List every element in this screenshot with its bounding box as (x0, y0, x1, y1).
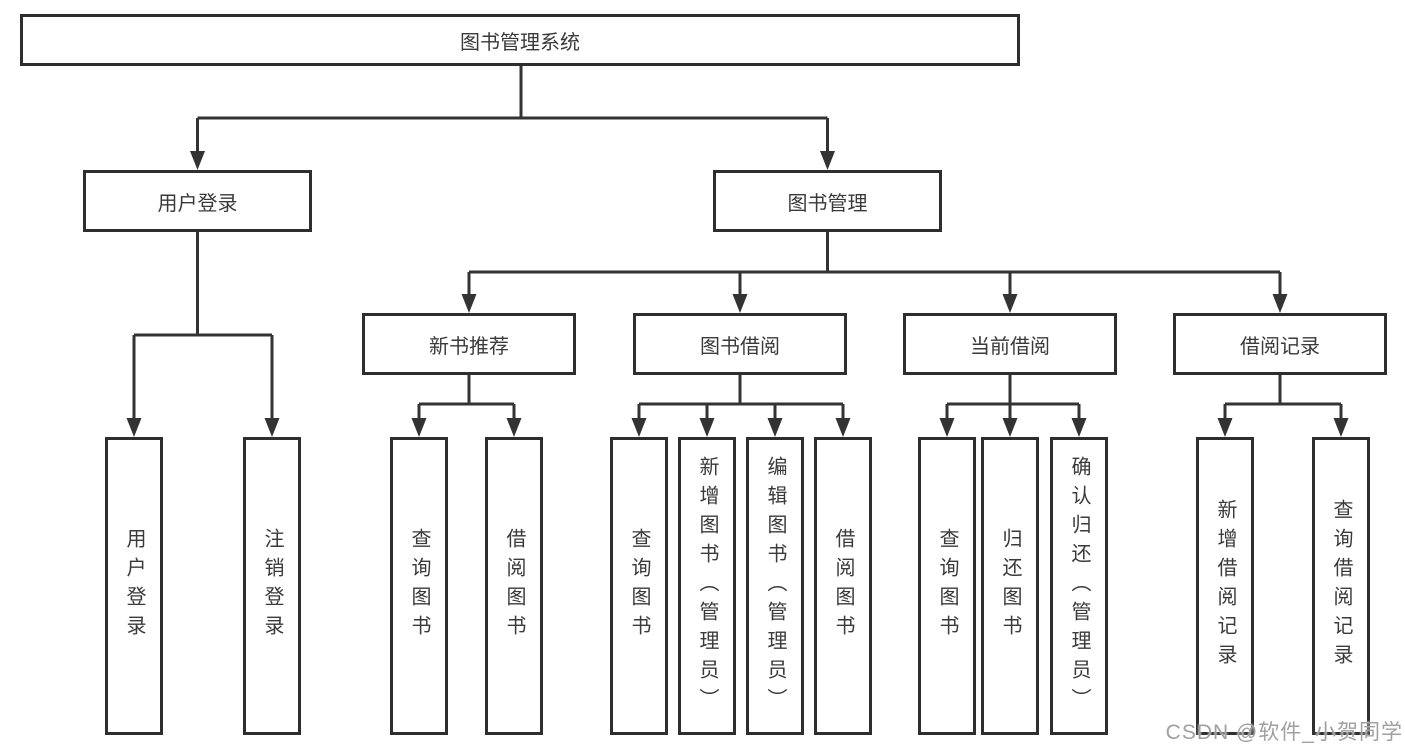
node-root-label: 图书管理系统 (460, 31, 580, 54)
node-book-borrow: 图书借阅 (633, 313, 847, 375)
node-root: 图书管理系统 (20, 14, 1020, 66)
leaf-new-book-query: 查询图书 (390, 437, 448, 735)
leaf-records-query-label: 查询借阅记录 (1330, 499, 1352, 673)
node-book-management: 图书管理 (713, 170, 942, 232)
leaf-user-login-label: 用户登录 (123, 528, 145, 644)
node-borrow-records-label: 借阅记录 (1240, 335, 1320, 358)
leaf-records-add-label: 新增借阅记录 (1214, 499, 1236, 673)
csdn-watermark: CSDN @软件_小贺同学 (1165, 721, 1403, 744)
node-current-borrow-label: 当前借阅 (970, 335, 1050, 358)
leaf-logout-label: 注销登录 (261, 528, 283, 644)
leaf-current-query: 查询图书 (918, 437, 976, 735)
leaf-borrow-add-label: 新增图书（管理员） (696, 455, 718, 717)
leaf-current-return-label: 归还图书 (999, 528, 1021, 644)
leaf-current-confirm-label: 确认归还（管理员） (1068, 455, 1090, 717)
leaf-borrow-query-label: 查询图书 (628, 528, 650, 644)
leaf-borrow-edit: 编辑图书（管理员） (746, 437, 804, 735)
leaf-new-book-borrow-label: 借阅图书 (503, 528, 525, 644)
leaf-new-book-query-label: 查询图书 (408, 528, 430, 644)
leaf-records-add: 新增借阅记录 (1196, 437, 1254, 735)
node-user-login: 用户登录 (83, 170, 312, 232)
leaf-borrow-edit-label: 编辑图书（管理员） (764, 455, 786, 717)
leaf-current-confirm: 确认归还（管理员） (1050, 437, 1108, 735)
node-new-book-recommend: 新书推荐 (362, 313, 576, 375)
node-book-management-label: 图书管理 (787, 192, 868, 215)
node-new-book-recommend-label: 新书推荐 (429, 335, 509, 358)
node-current-borrow: 当前借阅 (903, 313, 1117, 375)
node-user-login-label: 用户登录 (157, 192, 238, 215)
arrowhead-icons (126, 151, 1349, 437)
leaf-borrow-borrow-label: 借阅图书 (832, 528, 854, 644)
leaf-borrow-query: 查询图书 (610, 437, 668, 735)
leaf-records-query: 查询借阅记录 (1312, 437, 1370, 735)
connector-edges (132, 66, 1343, 421)
leaf-current-return: 归还图书 (981, 437, 1039, 735)
node-borrow-records: 借阅记录 (1173, 313, 1387, 375)
leaf-user-login: 用户登录 (105, 437, 163, 735)
leaf-current-query-label: 查询图书 (936, 528, 958, 644)
leaf-new-book-borrow: 借阅图书 (485, 437, 543, 735)
leaf-borrow-borrow: 借阅图书 (814, 437, 872, 735)
node-book-borrow-label: 图书借阅 (700, 335, 780, 358)
leaf-logout: 注销登录 (243, 437, 301, 735)
leaf-borrow-add: 新增图书（管理员） (678, 437, 736, 735)
